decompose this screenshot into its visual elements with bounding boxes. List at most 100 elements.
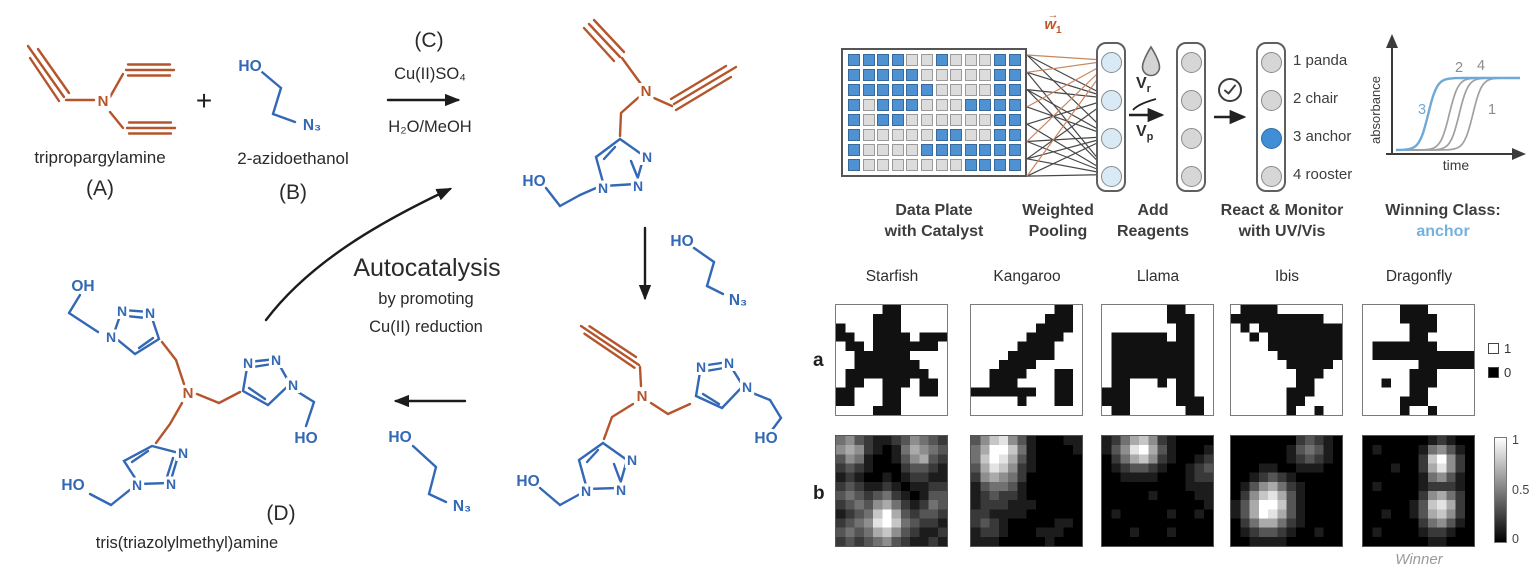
- plate-well-catalyst: [979, 159, 992, 171]
- oh-atom-label: OH: [71, 278, 94, 295]
- kangaroo-saliency-image: [970, 435, 1083, 547]
- molecule-bistriazole: N N N N HO N N N HO: [513, 324, 783, 507]
- plate-well-empty: [862, 114, 875, 126]
- n-atom-label: N: [288, 377, 298, 393]
- n-atom-label: N: [627, 452, 637, 468]
- plus-sign: +: [196, 85, 212, 116]
- row-a-label: a: [813, 350, 824, 371]
- plate-well-catalyst: [964, 144, 977, 156]
- colorbar-label-05: 0.5: [1512, 483, 1530, 497]
- condition-tag: (C): [414, 29, 443, 52]
- animal-name-kangaroo: Kangaroo: [993, 268, 1061, 285]
- n-atom-label: N: [145, 305, 155, 321]
- row-b-label: b: [813, 483, 825, 504]
- well-node: [1181, 166, 1202, 187]
- plate-well-empty: [935, 84, 948, 96]
- well-node: [1261, 166, 1282, 187]
- plate-well-catalyst: [906, 84, 919, 96]
- plate-well-catalyst: [891, 84, 904, 96]
- plate-well-catalyst: [848, 84, 860, 96]
- dragonfly-binary-image: [1362, 304, 1475, 416]
- plate-well-catalyst: [950, 144, 963, 156]
- curve-label-4: 4: [1477, 58, 1485, 74]
- plate-well-empty: [979, 54, 992, 66]
- colorbar-label-0: 0: [1512, 532, 1519, 546]
- pooling-column: [1096, 42, 1126, 192]
- n-atom-label: N: [117, 303, 127, 319]
- plate-well-empty: [906, 159, 919, 171]
- reactant-b-name: 2-azidoethanol: [237, 149, 349, 168]
- autocatalysis-sub1: by promoting: [378, 290, 473, 308]
- plate-well-empty: [950, 84, 963, 96]
- n-atom-label: N: [106, 329, 116, 345]
- plate-well-empty: [964, 69, 977, 81]
- plate-well-catalyst: [993, 144, 1006, 156]
- product-d-name: tris(triazolylmethyl)amine: [96, 534, 278, 552]
- ho-atom-label: HO: [754, 430, 777, 447]
- plate-well-empty: [906, 129, 919, 141]
- plate-well-empty: [920, 69, 933, 81]
- plate-well-catalyst: [862, 84, 875, 96]
- plate-well-catalyst: [920, 144, 933, 156]
- autocatalysis-title: Autocatalysis: [353, 254, 500, 282]
- plate-well-empty: [964, 114, 977, 126]
- plate-well-catalyst: [964, 99, 977, 111]
- animal-name-llama: Llama: [1136, 268, 1180, 285]
- plate-well-empty: [979, 129, 992, 141]
- kangaroo-binary-image: [970, 304, 1083, 416]
- n-atom-label: N: [98, 93, 109, 110]
- plate-well-empty: [920, 99, 933, 111]
- plate-well-empty: [877, 144, 890, 156]
- plate-well-catalyst: [993, 54, 1006, 66]
- plate-well-empty: [862, 159, 875, 171]
- plate-well-empty: [950, 99, 963, 111]
- react-column: [1256, 42, 1286, 192]
- plate-well-catalyst: [993, 129, 1006, 141]
- plate-well-catalyst: [979, 99, 992, 111]
- plate-well-catalyst: [906, 99, 919, 111]
- n-atom-label: N: [724, 355, 734, 371]
- plate-well-catalyst: [993, 114, 1006, 126]
- well-node: [1101, 90, 1122, 111]
- plate-well-catalyst: [1008, 114, 1021, 126]
- plate-well-catalyst: [877, 69, 890, 81]
- clock-icon: [1218, 78, 1242, 102]
- curve-label-2: 2: [1455, 60, 1463, 76]
- well-node: [1261, 90, 1282, 111]
- plate-well-empty: [920, 129, 933, 141]
- curve-label-3: 3: [1418, 102, 1426, 118]
- plate-well-empty: [862, 129, 875, 141]
- reagent-volume-r: Vr: [1136, 75, 1151, 96]
- ho-atom-label: HO: [388, 429, 411, 446]
- plate-grid: [848, 54, 1021, 171]
- chart-ylabel: absorbance: [1368, 76, 1383, 144]
- n-atom-label: N: [178, 445, 188, 461]
- plate-well-empty: [862, 144, 875, 156]
- plate-well-catalyst: [877, 84, 890, 96]
- reagent-volume-p: Vp: [1136, 123, 1154, 144]
- plate-well-catalyst: [950, 129, 963, 141]
- plate-well-catalyst: [877, 99, 890, 111]
- ibis-saliency-image: [1230, 435, 1343, 547]
- ho-atom-label: HO: [670, 233, 693, 250]
- plate-well-empty: [935, 114, 948, 126]
- plate-well-catalyst: [891, 54, 904, 66]
- well-node: [1181, 90, 1202, 111]
- animal-name-dragonfly: Dragonfly: [1385, 268, 1453, 285]
- plate-well-empty: [891, 129, 904, 141]
- plate-well-catalyst: [1008, 99, 1021, 111]
- plate-well-catalyst: [1008, 144, 1021, 156]
- condition-catalyst: Cu(II)SO₄: [394, 65, 466, 83]
- chart-xlabel: time: [1443, 157, 1470, 173]
- n-atom-label: N: [633, 178, 643, 194]
- plate-well-empty: [950, 114, 963, 126]
- vector-arrow-icon: →: [1047, 9, 1059, 21]
- plate-well-catalyst: [862, 69, 875, 81]
- molecule-azidoethanol-2: HO N₃: [667, 230, 750, 312]
- well-node: [1101, 128, 1122, 149]
